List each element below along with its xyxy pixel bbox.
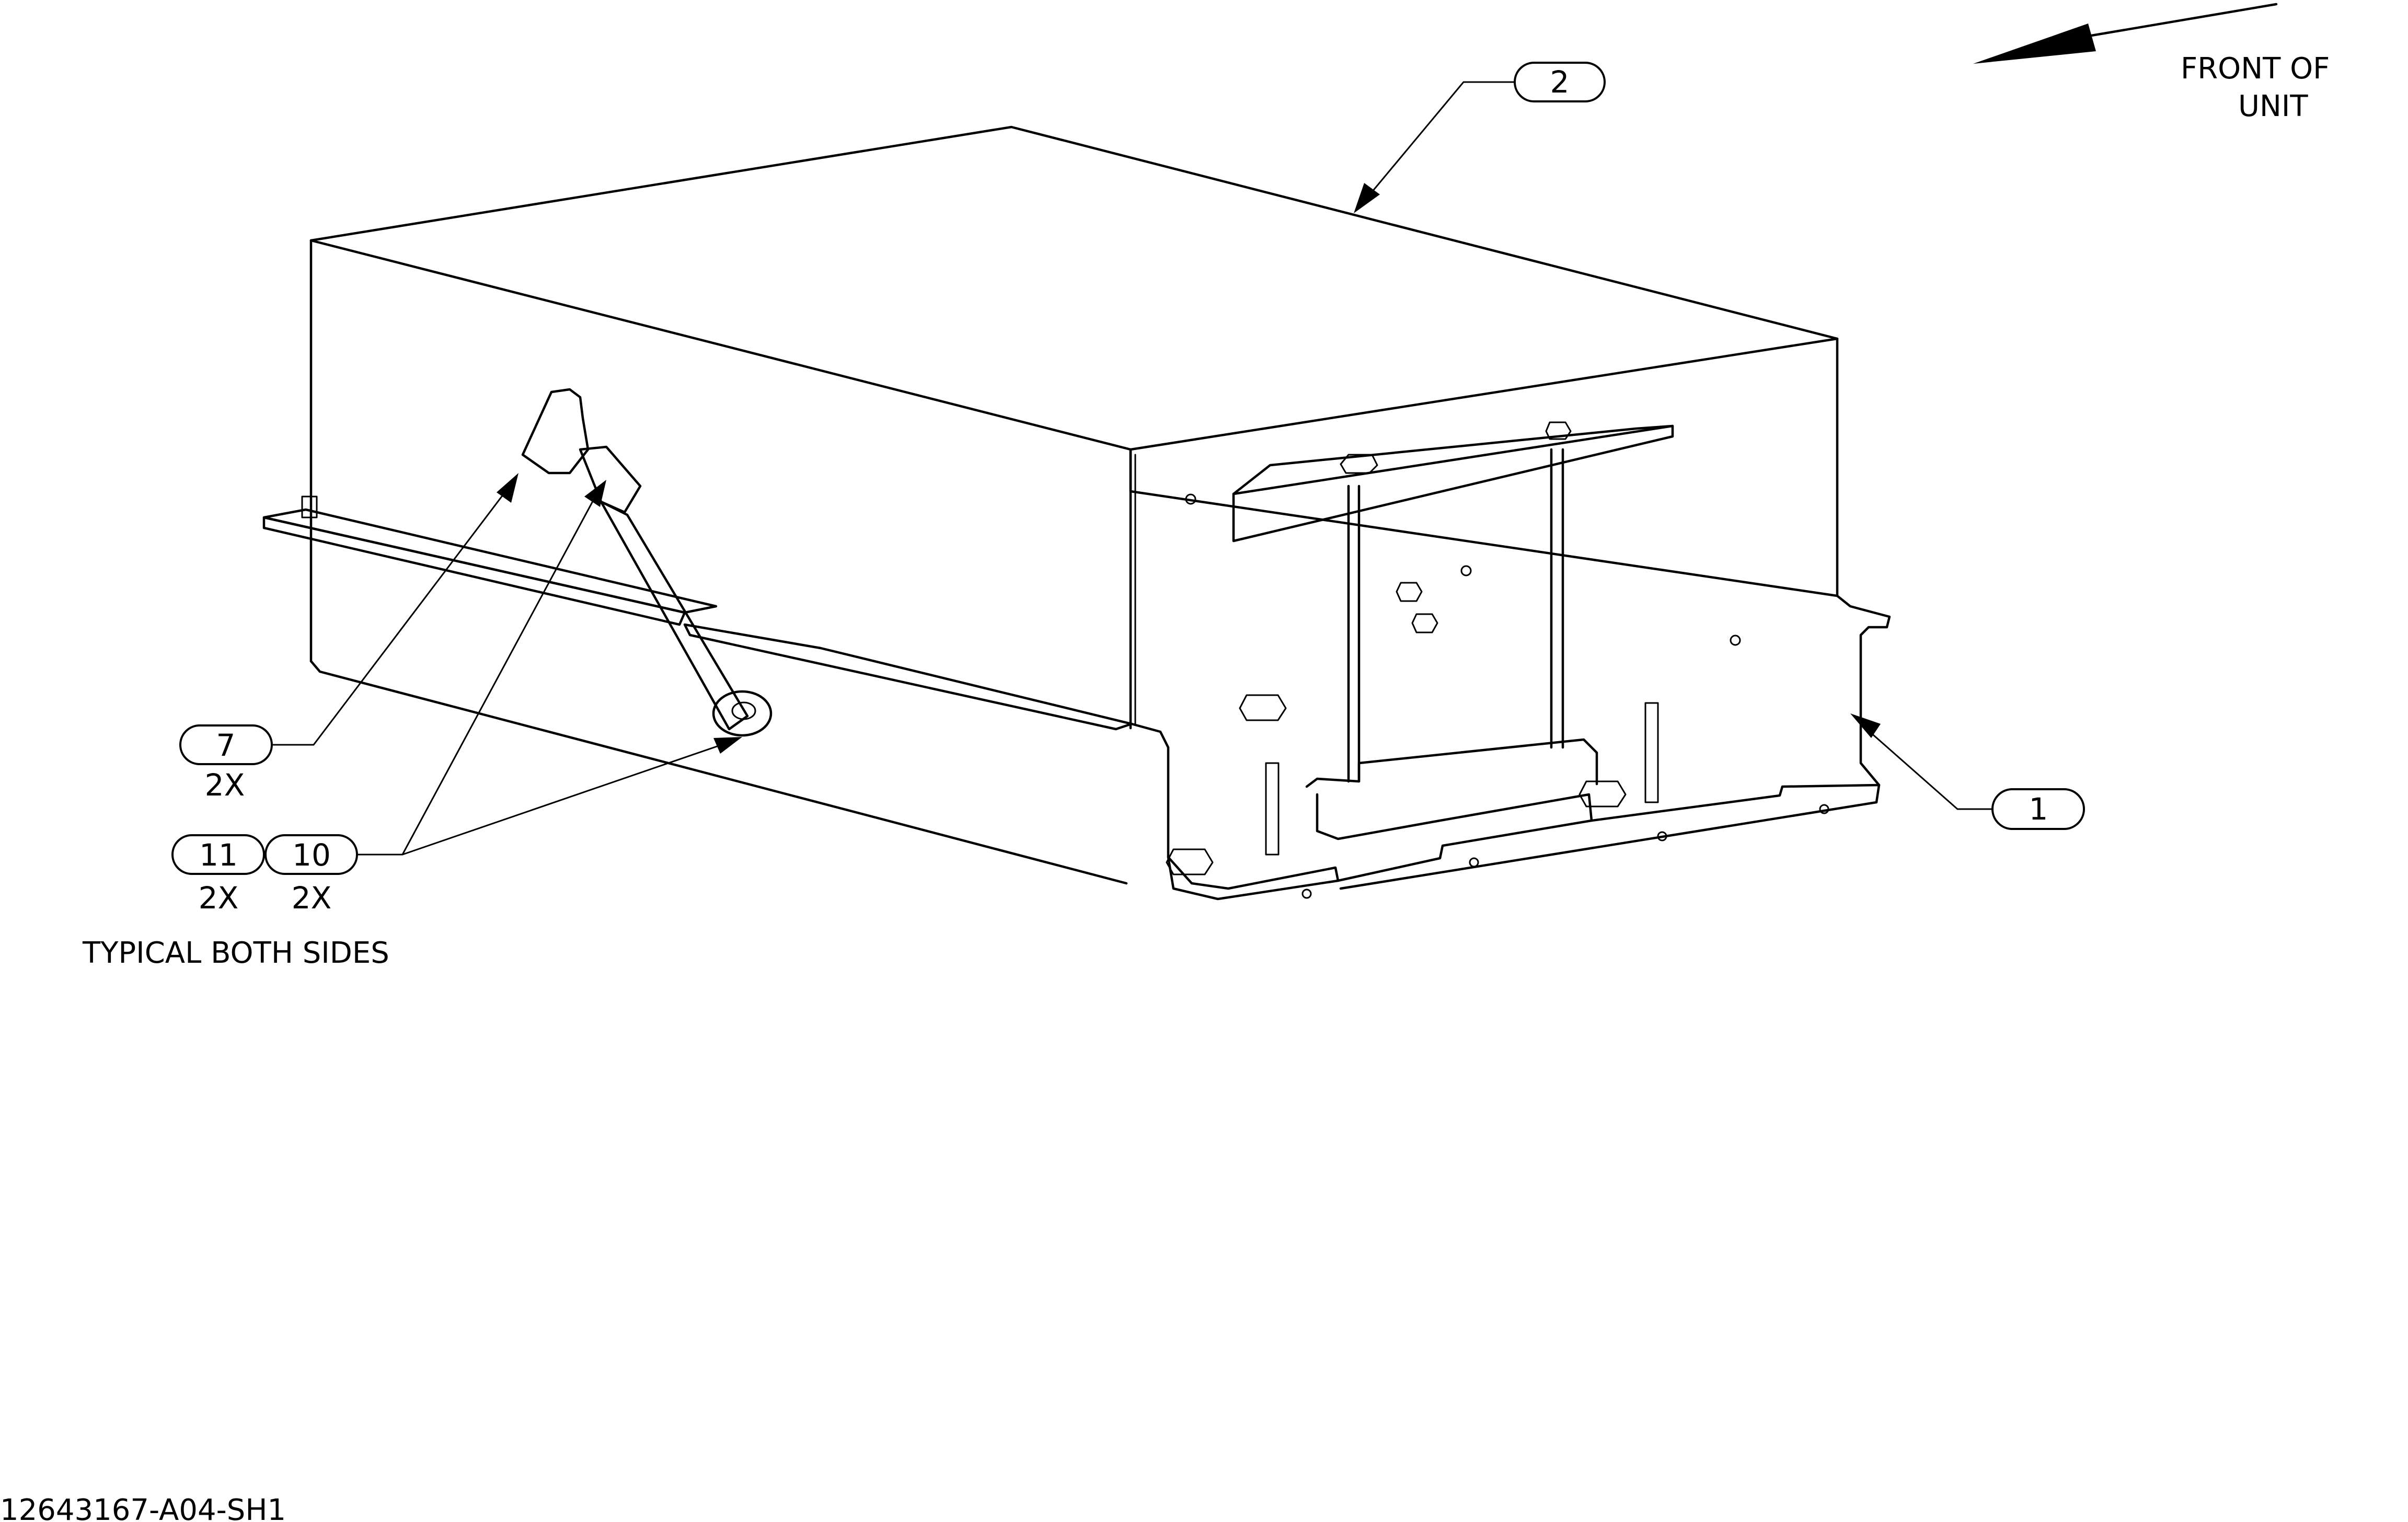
- base-flange-outline: [1130, 722, 1881, 890]
- nut-mid-left: [1239, 694, 1287, 721]
- callout-item2: 2: [1514, 62, 1606, 102]
- callout-item10: 10 2X: [264, 834, 358, 916]
- callout-qty: 2X: [292, 880, 332, 916]
- callout-item7: 7 2X: [179, 724, 273, 803]
- leader-item2-arrow: [1354, 183, 1380, 213]
- latch-keeper: [579, 445, 642, 514]
- rail-stud: [301, 495, 318, 518]
- hole-e: [1469, 857, 1479, 868]
- rail-mid: [683, 623, 1133, 731]
- hole-g: [1819, 804, 1829, 814]
- nut-center-b: [1411, 613, 1438, 633]
- hole-d: [1301, 889, 1312, 899]
- base-channel: [1316, 793, 1593, 840]
- leader-item2: [1363, 81, 1519, 202]
- base-lower-bracket: [1305, 738, 1598, 788]
- nut-lower-left: [1166, 848, 1214, 875]
- latch-arm: [600, 500, 749, 731]
- front-label-line1: FRONT OF: [2181, 52, 2330, 86]
- callout-bubble: [171, 834, 265, 875]
- leader-lines: [272, 81, 1995, 856]
- callout-number: 1: [2029, 791, 2048, 827]
- leader-item11: [401, 741, 730, 856]
- callout-bubble: [179, 724, 273, 765]
- stud-right: [1644, 702, 1659, 803]
- leader-item1-arrow: [1850, 713, 1881, 738]
- nut-top-left: [1340, 454, 1378, 474]
- note-typical-both-sides: TYPICAL BOTH SIDES: [82, 936, 389, 970]
- latch-handle: [521, 388, 590, 475]
- rail-left-flange: [262, 508, 718, 614]
- callout-item1: 1: [1991, 788, 2085, 830]
- stud-left: [1265, 762, 1280, 856]
- callout-qty: 2X: [205, 767, 245, 803]
- leader-item11-arrow: [713, 737, 742, 754]
- latch-roller: [712, 690, 773, 737]
- hole-f: [1657, 831, 1667, 841]
- front-arrow-head: [1973, 24, 2096, 64]
- hole-a: [1185, 493, 1196, 505]
- latch-roller-pin: [731, 701, 756, 720]
- enclosure-cover: [309, 125, 1839, 885]
- leader-item1: [1860, 723, 1995, 810]
- nut-top-right: [1545, 421, 1572, 440]
- rail-left-lip: [262, 516, 686, 626]
- latch-assembly: [521, 388, 773, 737]
- cover-side-bottom: [309, 660, 1128, 885]
- front-of-unit-indicator: FRONT OF UNIT: [1973, 3, 2330, 123]
- callout-number: 11: [199, 837, 238, 873]
- callout-qty: 2X: [199, 880, 239, 916]
- callout-item11: 11 2X: [171, 834, 265, 916]
- side-rail: [262, 495, 1133, 731]
- hole-b: [1460, 565, 1472, 576]
- leader-item10-arrow: [584, 480, 606, 507]
- base-chassis: [1130, 421, 1891, 901]
- hole-c: [1730, 635, 1741, 646]
- top-bracket-edge: [1232, 424, 1674, 495]
- callout-number: 2: [1550, 64, 1570, 100]
- cover-front-hem: [1129, 448, 1839, 597]
- callout-bubble: [1514, 62, 1606, 102]
- callout-bubble: [264, 834, 358, 875]
- top-bracket: [1232, 424, 1674, 543]
- front-arrow-shaft: [2068, 3, 2278, 41]
- leader-item7-arrow: [497, 473, 519, 503]
- cover-top-face: [309, 125, 1839, 451]
- callout-bubble: [1991, 788, 2085, 830]
- drawing-number: 12643167-A04-SH1: [0, 1493, 286, 1522]
- callout-number: 7: [216, 728, 236, 763]
- front-label-line2: UNIT: [2238, 89, 2308, 123]
- nut-lower-right: [1579, 780, 1627, 808]
- base-foot: [1167, 856, 1340, 901]
- nut-center-a: [1396, 582, 1423, 602]
- leader-item7: [272, 485, 511, 746]
- base-right-flange: [1836, 594, 1891, 787]
- callout-number: 10: [292, 837, 331, 873]
